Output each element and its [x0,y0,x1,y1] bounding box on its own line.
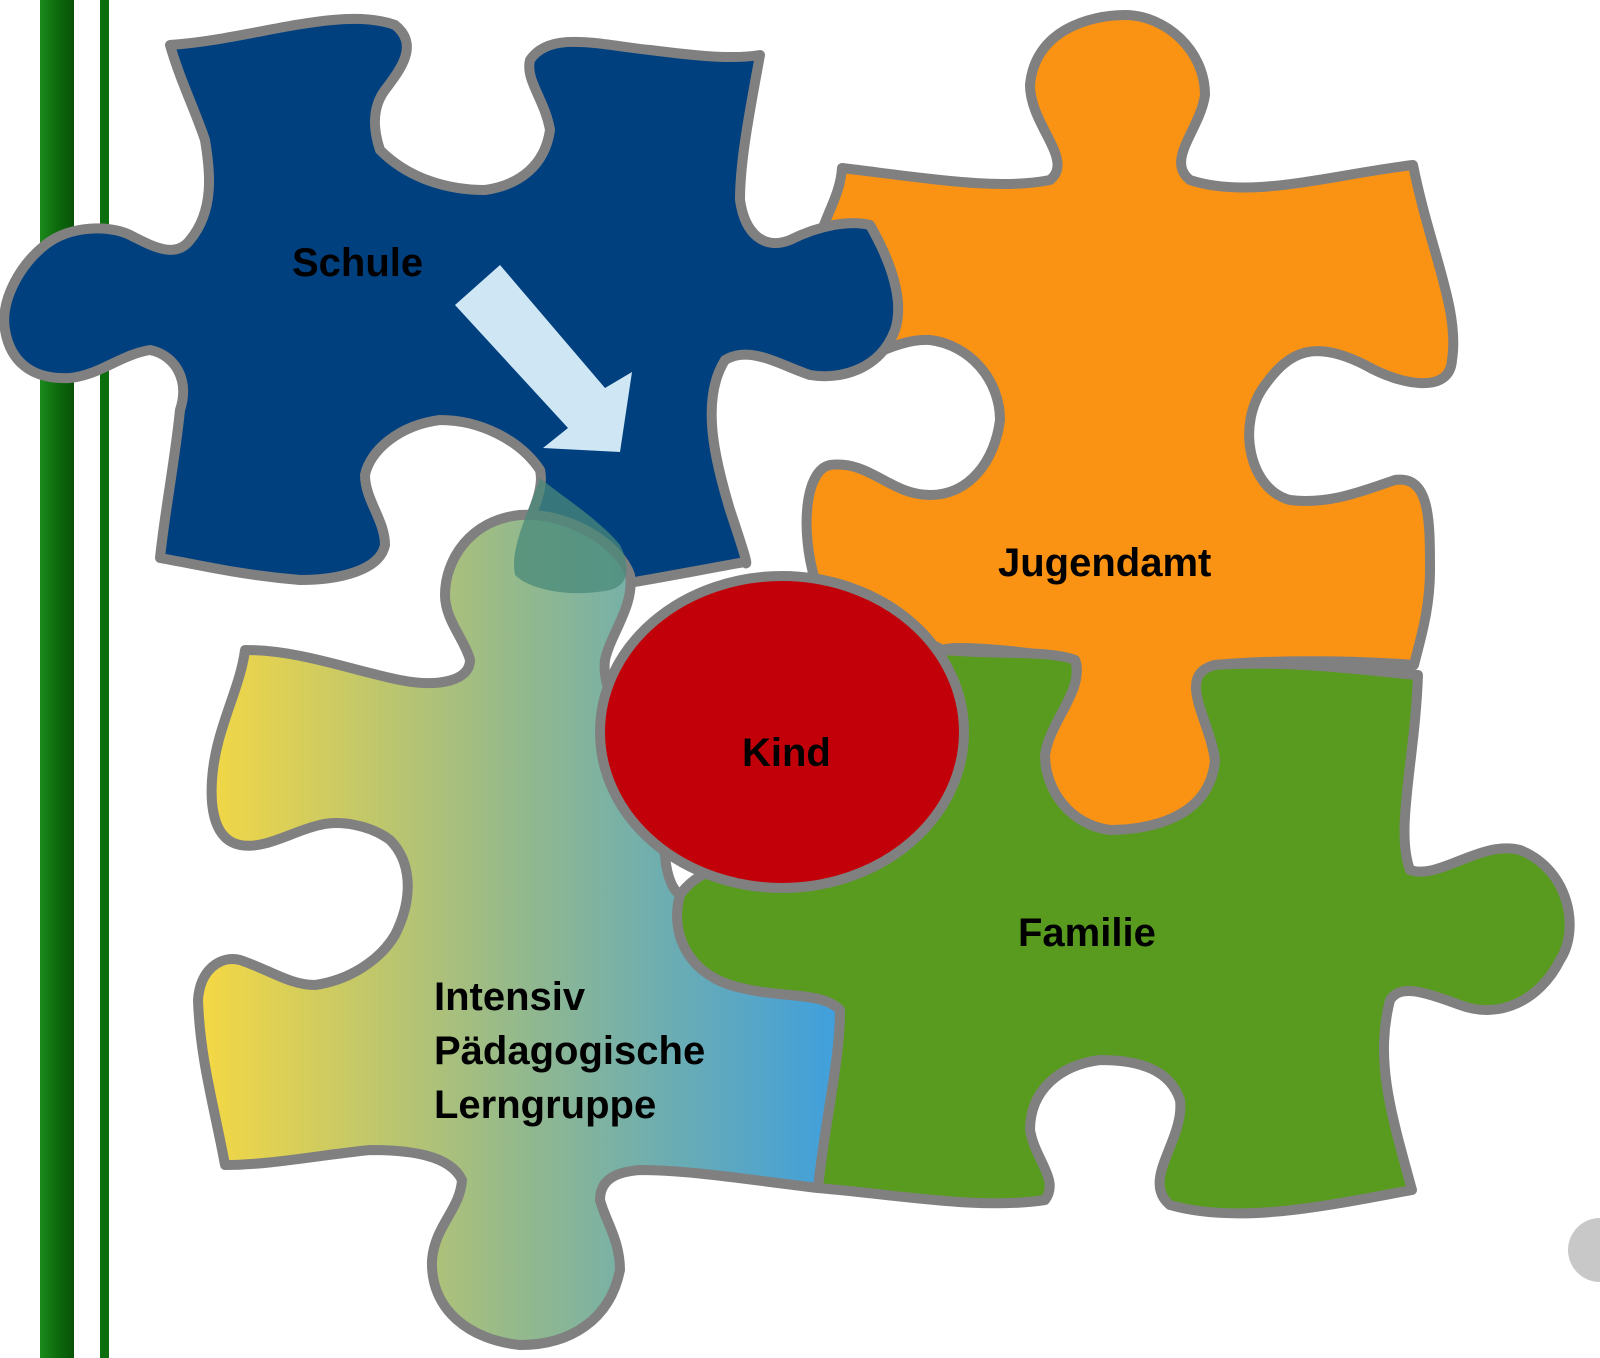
label-lerngruppe-line-3: Lerngruppe [434,1083,656,1127]
sidebar-bar-thin [100,0,109,1358]
arrow-down-right-icon [455,265,632,452]
label-schule: Schule [292,241,423,285]
label-kind: Kind [742,731,831,775]
puzzle-piece-schule [0,13,904,591]
decorative-grey-dot [1568,1218,1600,1282]
label-familie: Familie [1018,911,1156,955]
sidebar-decoration [40,0,109,1358]
puzzle-piece-jugendamt [801,10,1459,835]
overlap-shading [514,478,627,594]
center-circle-kind [595,571,969,893]
label-lerngruppe-line-2: Pädagogische [434,1029,705,1073]
label-lerngruppe-line-1: Intensiv [434,975,586,1019]
label-jugendamt: Jugendamt [998,541,1211,585]
sidebar-bar-wide [40,0,74,1358]
